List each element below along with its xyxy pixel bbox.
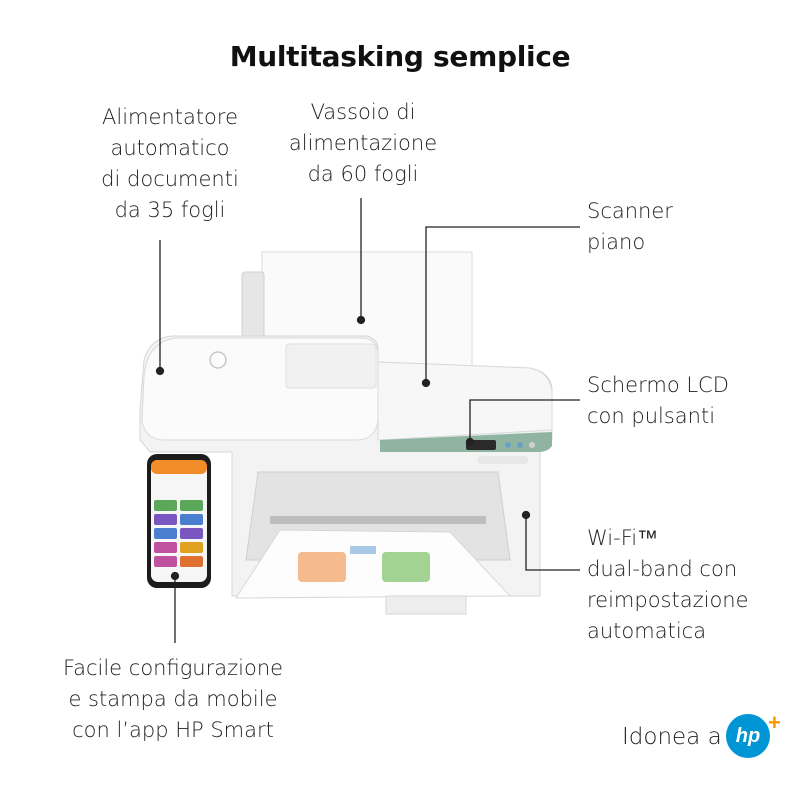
adf-hp-logo <box>209 351 227 369</box>
callout-line: dual-band con <box>587 557 738 581</box>
callout-line: Scanner <box>587 199 673 223</box>
callout-line: automatico <box>110 136 230 160</box>
callout-line: Facile configurazione <box>62 656 284 680</box>
side-panel-slot <box>478 456 528 464</box>
print-graphic <box>350 546 376 554</box>
panel-button <box>517 442 523 448</box>
callout-line: alimentazione <box>288 131 438 155</box>
hp-plus-logo: hp <box>726 714 770 758</box>
app-header <box>151 460 207 474</box>
input-tray-guide <box>241 271 265 343</box>
print-graphic <box>298 552 346 582</box>
callout-lcd: Schermo LCD con pulsanti <box>587 370 729 432</box>
callout-line: Alimentatore <box>102 105 238 129</box>
callout-line: reimpostazione <box>587 588 749 612</box>
callout-adf: Alimentatore automatico di documenti da … <box>70 102 270 226</box>
callout-line: da 35 fogli <box>114 198 226 222</box>
callout-line: con l’app HP Smart <box>72 718 274 742</box>
output-rollers <box>270 516 486 524</box>
callout-line: piano <box>587 230 646 254</box>
scanner-lid <box>377 361 553 441</box>
panel-button <box>505 442 511 448</box>
leader-lines <box>155 198 580 643</box>
print-graphic <box>382 552 430 582</box>
callout-line: Wi-Fi™ <box>587 526 659 550</box>
panel-button <box>529 442 535 448</box>
callout-line: automatica <box>587 619 707 643</box>
output-tray-extension <box>385 595 467 615</box>
callout-line: da 60 fogli <box>307 162 419 186</box>
callout-scanner: Scanner piano <box>587 196 673 258</box>
page-title: Multitasking semplice <box>229 40 571 73</box>
callout-line: con pulsanti <box>587 404 716 428</box>
callout-line: Schermo LCD <box>587 373 729 397</box>
callout-wifi: Wi-Fi™ dual-band con reimpostazione auto… <box>587 523 749 647</box>
callout-line: e stampa da mobile <box>68 687 278 711</box>
callout-mobile: Facile configurazione e stampa da mobile… <box>48 653 298 746</box>
plus-icon: + <box>768 710 781 735</box>
app-tiles <box>154 500 203 567</box>
compatibility-text: Idonea a <box>622 724 722 750</box>
callout-line: di documenti <box>101 167 239 191</box>
hp-logo-text: hp <box>735 724 761 747</box>
callout-line: Vassoio di <box>310 100 416 124</box>
adf-paper-slot <box>285 343 377 389</box>
callout-input-tray: Vassoio di alimentazione da 60 fogli <box>268 97 458 190</box>
